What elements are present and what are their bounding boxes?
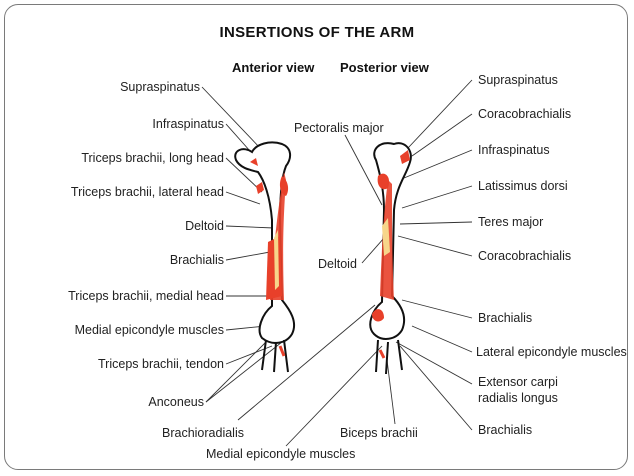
label-lateral-epicondyle-muscles: Lateral epicondyle muscles: [476, 345, 627, 359]
label-teres-major: Teres major: [478, 215, 543, 229]
label-biceps-brachii: Biceps brachii: [340, 426, 418, 440]
label-deltoid-anterior: Deltoid: [185, 219, 224, 233]
label-triceps-tendon: Triceps brachii, tendon: [98, 357, 224, 371]
label-brachialis-anterior: Brachialis: [170, 253, 224, 267]
label-infraspinatus-posterior: Infraspinatus: [478, 143, 550, 157]
label-triceps-long-head: Triceps brachii, long head: [81, 151, 224, 165]
label-supraspinatus-posterior: Supraspinatus: [478, 73, 558, 87]
label-pectoralis-major: Pectoralis major: [294, 121, 384, 135]
label-latissimus-dorsi: Latissimus dorsi: [478, 179, 568, 193]
label-deltoid-posterior: Deltoid: [318, 257, 357, 271]
label-coracobrachialis-2: Coracobrachialis: [478, 249, 571, 263]
label-anconeus: Anconeus: [148, 395, 204, 409]
label-extensor-carpi-line1: Extensor carpi: [478, 375, 558, 389]
label-triceps-lateral-head: Triceps brachii, lateral head: [71, 185, 224, 199]
posterior-view-heading: Posterior view: [340, 60, 429, 75]
label-brachialis-posterior: Brachialis: [478, 311, 532, 325]
label-brachioradialis: Brachioradialis: [162, 426, 244, 440]
label-infraspinatus-anterior: Infraspinatus: [152, 117, 224, 131]
label-triceps-medial-head: Triceps brachii, medial head: [68, 289, 224, 303]
anterior-humerus: [235, 142, 294, 372]
label-supraspinatus-anterior: Supraspinatus: [120, 80, 200, 94]
anterior-view-heading: Anterior view: [232, 60, 314, 75]
label-extensor-carpi-line2: radialis longus: [478, 391, 558, 405]
label-medial-epicondyle-muscles-2: Medial epicondyle muscles: [206, 447, 355, 461]
label-medial-epicondyle-muscles-1: Medial epicondyle muscles: [75, 323, 224, 337]
diagram-title: INSERTIONS OF THE ARM: [0, 24, 634, 41]
label-brachialis-posterior-2: Brachialis: [478, 423, 532, 437]
label-coracobrachialis-1: Coracobrachialis: [478, 107, 571, 121]
